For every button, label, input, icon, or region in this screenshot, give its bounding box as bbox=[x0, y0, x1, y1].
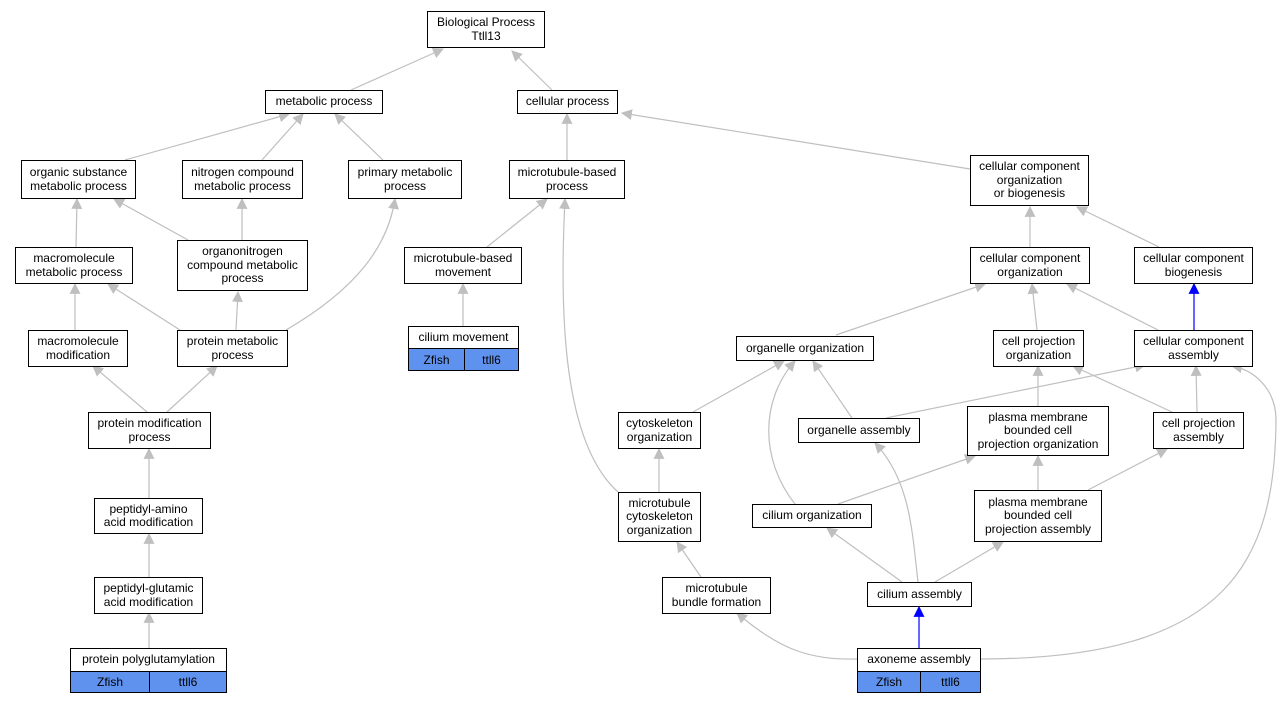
node-macromolecule-metabolic-process[interactable]: macromolecule metabolic process bbox=[15, 247, 133, 284]
edge bbox=[113, 198, 189, 241]
edge bbox=[1027, 282, 1039, 331]
edge bbox=[1072, 365, 1173, 413]
annotation-species-zfish[interactable]: Zfish bbox=[408, 348, 465, 371]
node-cytoskeleton-organization[interactable]: cytoskeleton organization bbox=[618, 412, 701, 449]
node-organic-substance-metabolic-process[interactable]: organic substance metabolic process bbox=[21, 160, 136, 199]
edge bbox=[837, 454, 977, 505]
node-metabolic-process[interactable]: metabolic process bbox=[265, 90, 383, 114]
node-macromolecule-modification[interactable]: macromolecule modification bbox=[28, 330, 128, 367]
edge bbox=[980, 362, 1277, 660]
node-microtubule-bundle-formation[interactable]: microtubule bundle formation bbox=[662, 577, 771, 614]
node-nitrogen-compound-metabolic-process[interactable]: nitrogen compound metabolic process bbox=[182, 160, 303, 199]
edge bbox=[486, 198, 548, 248]
node-plasma-membrane-bounded-cell-projection-organization[interactable]: plasma membrane bounded cell projection … bbox=[967, 406, 1109, 456]
edge bbox=[1087, 448, 1168, 491]
node-biological-process[interactable]: Biological Process Ttll13 bbox=[427, 11, 545, 48]
edge bbox=[1190, 364, 1202, 413]
annotation-species-zfish[interactable]: Zfish bbox=[857, 671, 921, 693]
node-cilium-movement[interactable]: cilium movement bbox=[408, 326, 519, 349]
edge bbox=[166, 365, 218, 413]
edge bbox=[874, 442, 919, 583]
node-organelle-organization[interactable]: organelle organization bbox=[736, 336, 874, 361]
node-microtubule-based-movement[interactable]: microtubule-based movement bbox=[404, 247, 522, 284]
edge bbox=[1076, 206, 1160, 248]
node-cell-projection-organization[interactable]: cell projection organization bbox=[993, 330, 1084, 367]
node-cilium-assembly[interactable]: cilium assembly bbox=[867, 582, 972, 607]
edge bbox=[812, 360, 853, 419]
node-cellular-component-organization-or-biogenesis[interactable]: cellular component organization or bioge… bbox=[970, 155, 1089, 206]
node-peptidyl-glutamic-acid-modification[interactable]: peptidyl-glutamic acid modification bbox=[94, 577, 203, 614]
edge bbox=[826, 527, 903, 583]
edge bbox=[334, 113, 384, 161]
node-cellular-component-assembly[interactable]: cellular component assembly bbox=[1134, 330, 1253, 367]
annotation-gene-ttll6[interactable]: ttll6 bbox=[920, 671, 981, 693]
annotation-gene-ttll6[interactable]: ttll6 bbox=[149, 671, 227, 693]
node-microtubule-cytoskeleton-organization[interactable]: microtubule cytoskeleton organization bbox=[618, 492, 701, 542]
edge bbox=[92, 365, 148, 413]
node-cell-projection-assembly[interactable]: cell projection assembly bbox=[1153, 412, 1244, 449]
node-primary-metabolic-process[interactable]: primary metabolic process bbox=[348, 160, 462, 199]
edge bbox=[231, 290, 243, 331]
edge bbox=[261, 113, 304, 161]
edge bbox=[107, 283, 181, 331]
edge bbox=[1066, 283, 1159, 331]
edge bbox=[559, 197, 619, 493]
node-protein-metabolic-process[interactable]: protein metabolic process bbox=[177, 330, 288, 367]
edge bbox=[736, 612, 858, 660]
edge bbox=[692, 360, 785, 413]
edge bbox=[511, 50, 553, 91]
edge bbox=[676, 541, 702, 578]
node-cellular-component-organization[interactable]: cellular component organization bbox=[970, 247, 1090, 284]
node-cilium-organization[interactable]: cilium organization bbox=[752, 504, 872, 528]
edge bbox=[285, 197, 399, 331]
node-axoneme-assembly[interactable]: axoneme assembly bbox=[857, 648, 981, 672]
annotation-gene-ttll6[interactable]: ttll6 bbox=[464, 348, 519, 371]
edge bbox=[350, 48, 445, 91]
node-peptidyl-amino-acid-modification[interactable]: peptidyl-amino acid modification bbox=[94, 498, 203, 534]
node-cellular-process[interactable]: cellular process bbox=[517, 90, 618, 114]
node-protein-polyglutamylation[interactable]: protein polyglutamylation bbox=[70, 648, 227, 672]
edge bbox=[124, 111, 291, 161]
node-cellular-component-biogenesis[interactable]: cellular component biogenesis bbox=[1134, 247, 1253, 284]
edge bbox=[934, 541, 1004, 583]
edge bbox=[835, 282, 987, 336]
node-protein-modification-process[interactable]: protein modification process bbox=[88, 412, 211, 449]
edge bbox=[71, 197, 83, 248]
annotation-species-zfish[interactable]: Zfish bbox=[70, 671, 150, 693]
edge bbox=[768, 360, 796, 505]
node-plasma-membrane-bounded-cell-projection-assembly[interactable]: plasma membrane bounded cell projection … bbox=[974, 490, 1102, 542]
node-organonitrogen-compound-metabolic-process[interactable]: organonitrogen compound metabolic proces… bbox=[177, 240, 308, 291]
node-microtubule-based-process[interactable]: microtubule-based process bbox=[509, 160, 625, 199]
edge bbox=[885, 361, 1147, 419]
edge bbox=[620, 109, 971, 170]
node-organelle-assembly[interactable]: organelle assembly bbox=[798, 418, 920, 443]
